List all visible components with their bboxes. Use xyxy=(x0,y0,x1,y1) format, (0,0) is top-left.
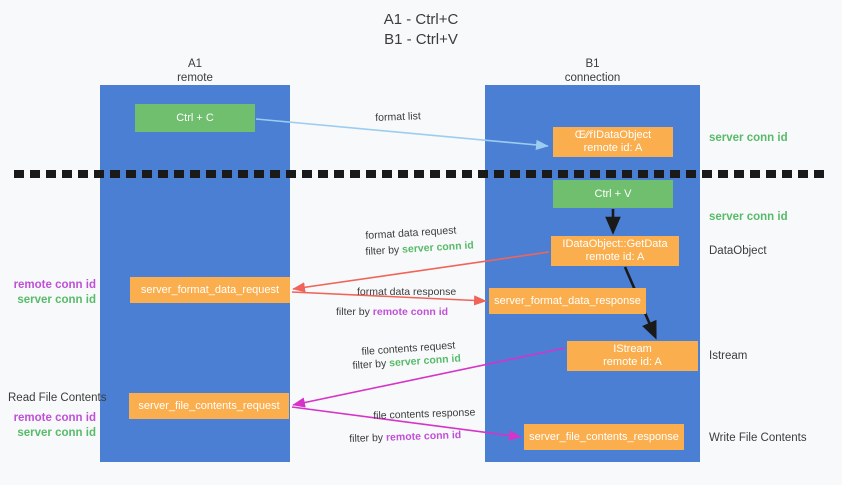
filter-prefix: filter by xyxy=(336,306,373,318)
label-istream: Istream xyxy=(709,350,748,362)
column-header-b1: B1 connection xyxy=(564,58,621,84)
node-server-file-contents-response[interactable]: server_file_contents_response xyxy=(524,424,684,450)
label-remote-conn-id-upper: remote conn id xyxy=(13,279,96,291)
node-server-file-contents-request[interactable]: server_file_contents_request xyxy=(129,393,289,419)
filter-prefix: filter by xyxy=(349,431,387,445)
label-remote-conn-id-lower: remote conn id xyxy=(13,412,96,424)
label-server-conn-id-lower: server conn id xyxy=(17,427,96,439)
edge-label-format-data-response: format data response xyxy=(357,286,457,298)
label-read-file-contents: Read File Contents xyxy=(8,392,107,404)
filter-prefix: filter by xyxy=(352,357,390,372)
label-conn-ids-lower: remote conn id server conn id xyxy=(8,411,96,441)
label-server-conn-id-mid: server conn id xyxy=(709,211,788,223)
node-istream[interactable]: IStream remote id: A xyxy=(567,341,698,371)
edge-label-format-data-response-filter: filter by remote conn id xyxy=(336,305,448,319)
filter-key-server-conn-id: server conn id xyxy=(401,239,475,256)
node-ctrl-v[interactable]: Ctrl + V xyxy=(553,180,673,208)
label-conn-ids-upper: remote conn id server conn id xyxy=(8,278,96,308)
diagram-title: A1 - Ctrl+C B1 - Ctrl+V xyxy=(383,11,459,48)
label-server-conn-id-upper: server conn id xyxy=(17,294,96,306)
edge-label-format-list: format list xyxy=(375,110,421,124)
node-server-format-data-response[interactable]: server_format_data_response xyxy=(489,288,646,314)
node-ctrl-c[interactable]: Ctrl + C xyxy=(135,104,255,132)
node-server-format-data-request[interactable]: server_format_data_request xyxy=(130,277,290,303)
node-idataobject-getdata[interactable]: IDataObject::GetData remote id: A xyxy=(551,236,679,266)
label-dataobject: DataObject xyxy=(709,245,767,257)
label-write-file-contents: Write File Contents xyxy=(709,432,807,444)
filter-key-remote-conn-id: remote conn id xyxy=(385,429,462,444)
edge-label-file-contents-response: file contents response xyxy=(373,406,476,422)
edge-label-file-contents-response-filter: filter by remote conn id xyxy=(349,428,461,446)
node-clipboard-idataobject[interactable]: Œ⁄⁄ŕIDataObject remote id: A xyxy=(553,127,673,157)
filter-key-remote-conn-id: remote conn id xyxy=(372,306,449,318)
column-header-a1: A1 remote xyxy=(177,58,213,84)
filter-key-server-conn-id: server conn id xyxy=(388,352,462,370)
filter-prefix: filter by xyxy=(365,243,403,258)
label-server-conn-id-top: server conn id xyxy=(709,132,788,144)
security-boundary-divider xyxy=(14,170,830,178)
